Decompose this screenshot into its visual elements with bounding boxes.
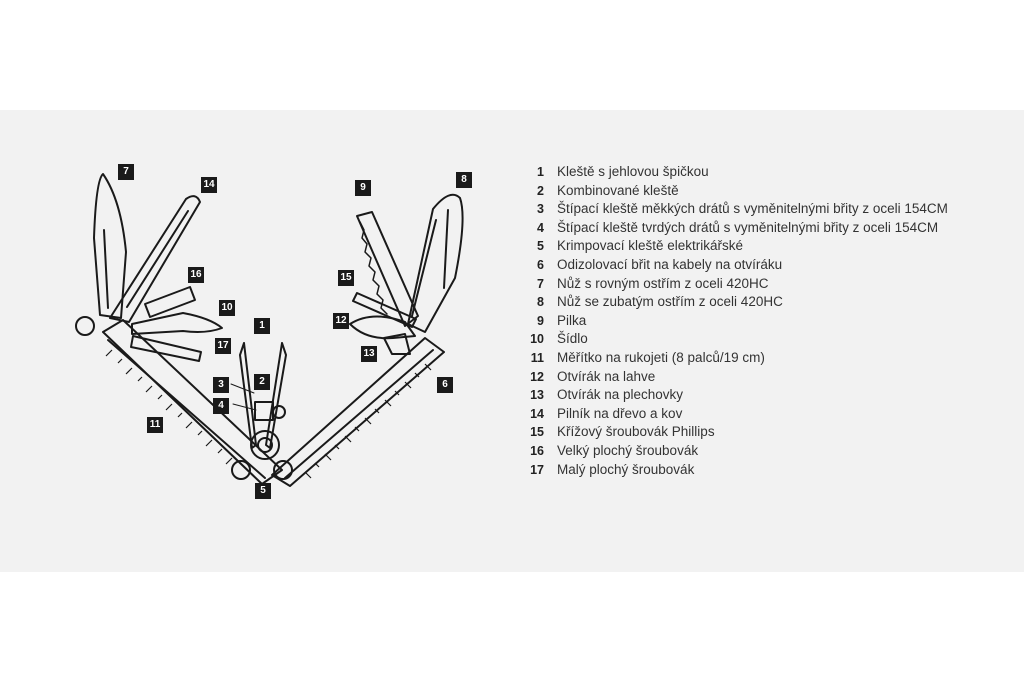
lanyard-ring [75, 316, 95, 336]
callout-11: 11 [147, 417, 163, 433]
legend-text: Štípací kleště tvrdých drátů s vyměnitel… [557, 219, 939, 235]
phillips-screwdriver [352, 292, 417, 328]
legend-text: Kleště s jehlovou špičkou [557, 164, 709, 179]
legend-number: 9 [537, 313, 544, 328]
legend-number: 17 [530, 462, 544, 477]
legend-number: 3 [537, 202, 544, 217]
legend-item: 3 Štípací kleště měkkých drátů s vyměnite… [524, 200, 948, 219]
legend-number: 2 [537, 183, 544, 198]
left-handle [102, 319, 283, 485]
pliers-jaw-left [239, 342, 257, 449]
saw-blade [356, 211, 419, 327]
callout-16: 16 [188, 267, 204, 283]
legend-item: 1 Kleště s jehlovou špičkou [524, 163, 948, 182]
callout-4: 4 [213, 398, 229, 414]
legend-number: 6 [537, 257, 544, 272]
can-opener [383, 333, 411, 355]
legend-text: Malý plochý šroubovák [557, 461, 695, 477]
legend-item: 16 Velký plochý šroubovák [524, 442, 948, 461]
legend-text: Šídlo [557, 331, 588, 347]
legend-text: Odizolovací břit na kabely na otvíráku [557, 256, 783, 272]
callout-14: 14 [201, 177, 217, 193]
legend-number: 14 [530, 406, 544, 421]
legend-item: 11 Měřítko na rukojeti (8 palců/19 cm) [524, 349, 948, 368]
large-screwdriver [144, 286, 196, 318]
legend-number: 5 [537, 239, 544, 254]
callout-8: 8 [456, 172, 472, 188]
legend-text: Otvírák na plechovky [557, 387, 684, 403]
legend-item: 12 Otvírák na lahve [524, 368, 948, 387]
legend-item: 10 Šídlo [524, 330, 948, 349]
callout-6: 6 [437, 377, 453, 393]
multitool-drawing [75, 173, 464, 487]
legend-number: 15 [530, 425, 544, 440]
legend-item: 15 Křížový šroubovák Phillips [524, 423, 948, 442]
callout-1: 1 [254, 318, 270, 334]
legend-text: Křížový šroubovák Phillips [557, 424, 715, 440]
legend-number: 16 [530, 443, 544, 458]
callout-10: 10 [219, 300, 235, 316]
legend-number: 10 [530, 332, 544, 347]
legend-item: 7 Nůž s rovným ostřím z oceli 420HC [524, 275, 948, 294]
callout-17: 17 [215, 338, 231, 354]
pliers-pivot [250, 430, 280, 460]
legend-text: Krimpovací kleště elektrikářské [557, 238, 744, 254]
legend-number: 7 [537, 276, 544, 291]
legend-item: 17 Malý plochý šroubovák [524, 461, 948, 480]
bottle-opener [349, 315, 416, 340]
legend-number: 8 [537, 295, 544, 310]
legend-text: Štípací kleště měkkých drátů s vyměnitel… [557, 201, 948, 217]
legend-number: 4 [537, 220, 544, 235]
legend-text: Velký plochý šroubovák [557, 442, 699, 458]
legend-item: 8 Nůž se zubatým ostřím z oceli 420HC [524, 293, 948, 312]
legend-number: 13 [530, 388, 544, 403]
callout-12: 12 [333, 313, 349, 329]
legend-text: Nůž s rovným ostřím z oceli 420HC [557, 275, 769, 291]
right-pivot [273, 460, 293, 480]
callout-3: 3 [213, 377, 229, 393]
legend-item: 2 Kombinované kleště [524, 182, 948, 201]
legend-item: 13 Otvírák na plechovky [524, 386, 948, 405]
legend-item: 9 Pilka [524, 312, 948, 331]
left-pivot [231, 460, 251, 480]
legend-text: Pilka [557, 312, 587, 328]
legend-text: Měřítko na rukojeti (8 palců/19 cm) [557, 349, 765, 365]
callout-2: 2 [254, 374, 270, 390]
legend-number: 1 [537, 165, 544, 179]
callout-13: 13 [361, 346, 377, 362]
right-handle [271, 337, 445, 487]
callout-15: 15 [338, 270, 354, 286]
callout-9: 9 [355, 180, 371, 196]
legend-text: Nůž se zubatým ostřím z oceli 420HC [557, 294, 783, 310]
straight-knife [93, 173, 127, 319]
content-panel: 1 2 3 4 5 6 7 8 9 10 11 12 13 14 15 16 1… [0, 110, 1024, 572]
file-blade [109, 195, 201, 323]
legend-item: 4 Štípací kleště tvrdých drátů s vyměnite… [524, 219, 948, 238]
pliers-jaw-right [265, 342, 287, 449]
legend-number: 12 [530, 369, 544, 384]
ruler-ticks [105, 349, 432, 479]
legend-item: 6 Odizolovací břit na kabely na otvíráku [524, 256, 948, 275]
legend-text: Kombinované kleště [557, 182, 679, 198]
legend-text: Otvírák na lahve [557, 368, 656, 384]
callout-7: 7 [118, 164, 134, 180]
small-screwdriver [130, 335, 202, 362]
multitool-diagram: 1 2 3 4 5 6 7 8 9 10 11 12 13 14 15 16 1… [0, 110, 520, 572]
legend-text: Pilník na dřevo a kov [557, 405, 683, 421]
callout-5: 5 [255, 483, 271, 499]
legend-list: 1 Kleště s jehlovou špičkou 2 Kombinované … [524, 163, 948, 479]
legend-item: 14 Pilník na dřevo a kov [524, 405, 948, 424]
legend-item: 5 Krimpovací kleště elektrikářské [524, 237, 948, 256]
awl [131, 312, 223, 335]
legend-number: 11 [530, 350, 544, 365]
serrated-knife [407, 193, 464, 333]
